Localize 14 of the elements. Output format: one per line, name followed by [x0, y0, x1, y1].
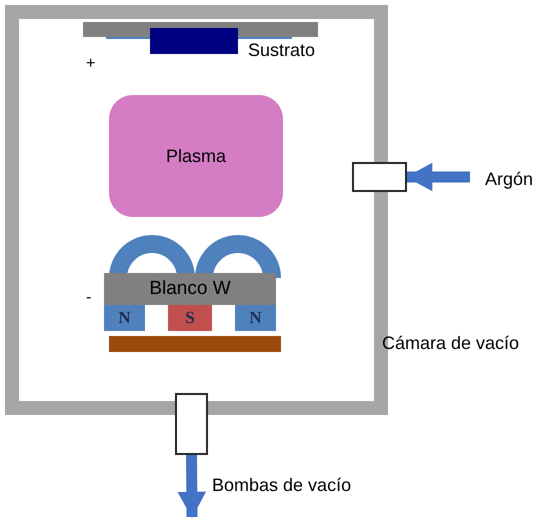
polarity-sign: -: [86, 288, 92, 308]
substrate: [150, 28, 238, 54]
arrow: [406, 162, 470, 192]
polarity-sign: +: [86, 54, 96, 74]
plasma-region: Plasma: [109, 95, 283, 217]
target-plate: Blanco W: [104, 273, 276, 305]
magnet-pole: N: [235, 305, 276, 331]
caption-text: Cámara de vacío: [382, 332, 520, 355]
pump-port: [175, 393, 208, 455]
magnet-pole: S: [168, 305, 212, 331]
caption-text: Sustrato: [248, 39, 316, 62]
magnet-pole: N: [104, 305, 145, 331]
gas-inlet-port: [352, 162, 407, 192]
arrow: [178, 454, 206, 518]
